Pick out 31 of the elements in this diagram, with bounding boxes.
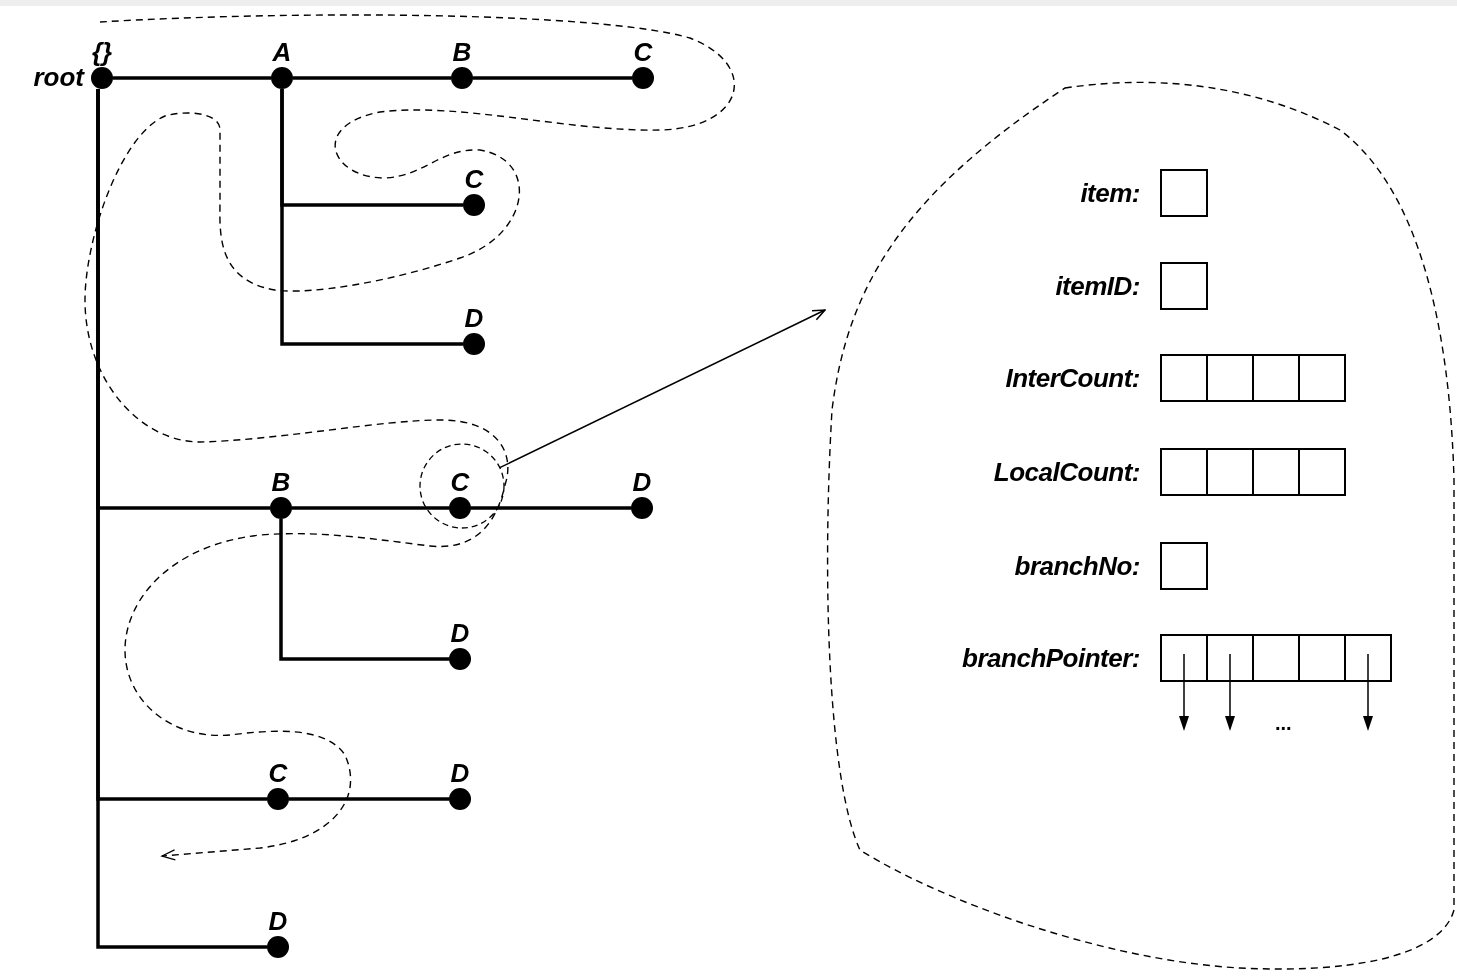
ellipsis-text: ...: [1275, 712, 1292, 735]
tree-edge: [292, 506, 449, 510]
node-label: C: [633, 37, 653, 67]
field-label: branchNo:: [1013, 550, 1140, 583]
node-label: D: [268, 906, 288, 936]
node-label: B: [452, 37, 472, 67]
tree-edge: [113, 76, 271, 80]
tree-edge: [96, 89, 267, 949]
tree-edge: [280, 89, 463, 346]
tree-edge: [473, 76, 632, 80]
tree-edge: [289, 797, 449, 801]
field-label: item:: [1079, 177, 1140, 210]
node-label: C: [464, 164, 484, 194]
root-label: root: [33, 62, 84, 93]
node-label: D: [632, 467, 652, 497]
tree-edge: [279, 519, 449, 661]
node-label: C: [450, 467, 470, 497]
field-label: branchPointer:: [961, 642, 1140, 675]
node-label: {}: [91, 37, 113, 67]
node-label: D: [450, 618, 470, 648]
tree-edge: [471, 506, 631, 510]
node-label: C: [268, 758, 288, 788]
tree-edge: [293, 76, 451, 80]
field-label: LocalCount:: [992, 456, 1140, 489]
leader-arrow: [499, 309, 826, 469]
node-label: D: [450, 758, 470, 788]
node-label: D: [464, 303, 484, 333]
field-label: itemID:: [1054, 270, 1140, 303]
node-label: B: [271, 467, 291, 497]
node-label: A: [272, 37, 292, 67]
field-label: InterCount:: [1004, 362, 1140, 395]
